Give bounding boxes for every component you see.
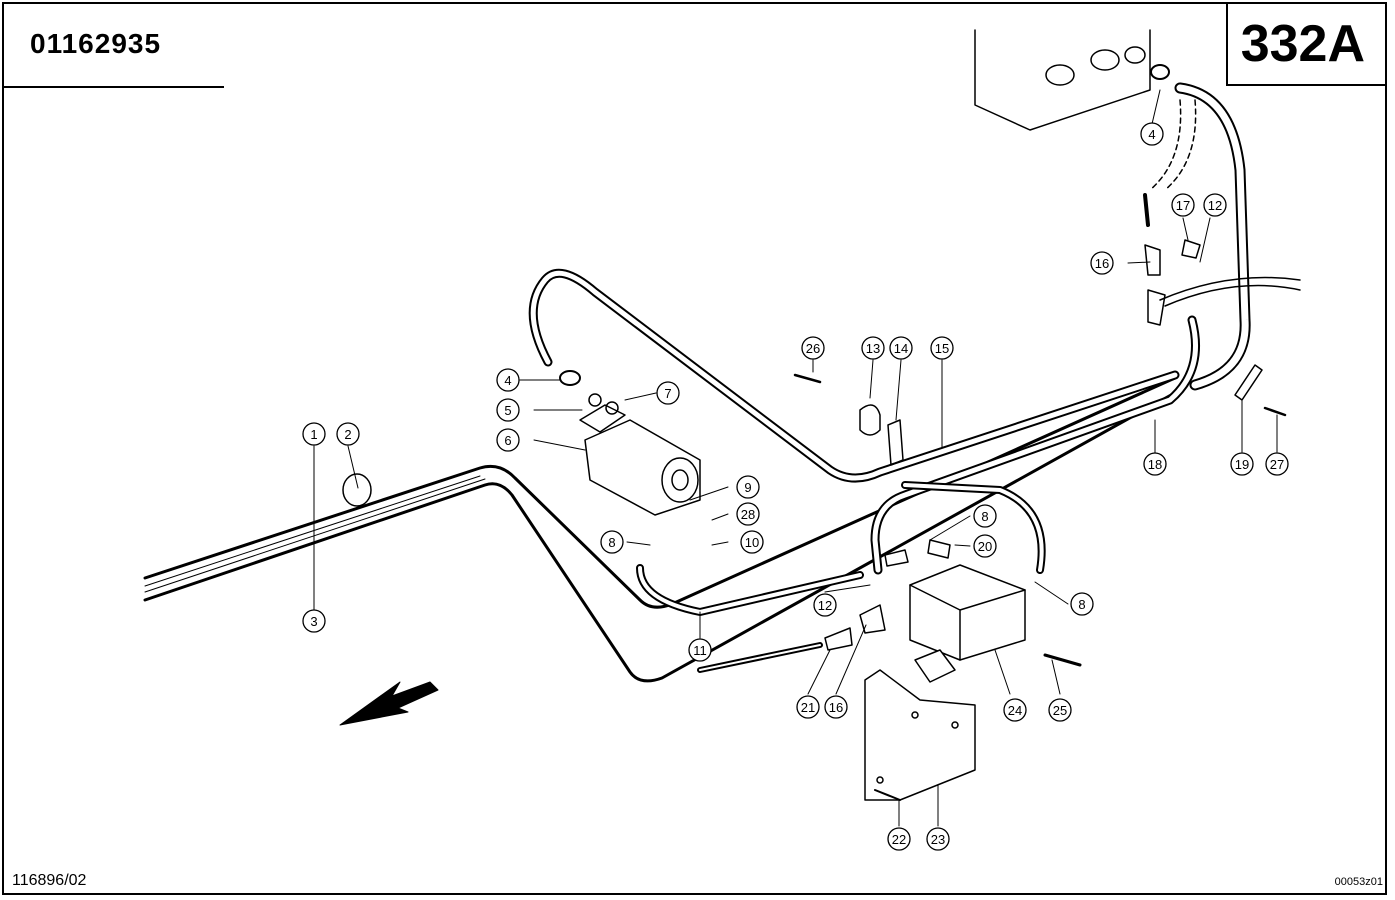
callout-2: 2 (336, 422, 360, 446)
callout-22: 22 (887, 827, 911, 851)
group-code: 332A (1240, 15, 1365, 73)
callout-17: 17 (1171, 193, 1195, 217)
sheet-ref: 00053z01 (1334, 876, 1383, 888)
clip-14 (887, 419, 904, 466)
callout-label: 1 (310, 427, 317, 442)
callout-23: 23 (926, 827, 950, 851)
callout-label: 12 (818, 598, 832, 613)
callout-label: 8 (1078, 597, 1085, 612)
callout-8: 8 (600, 530, 624, 554)
callout-label: 16 (829, 700, 843, 715)
callout-16: 16 (1090, 251, 1114, 275)
callout-label: 9 (744, 480, 751, 495)
callout-12: 12 (1203, 193, 1227, 217)
callout-15: 15 (930, 336, 954, 360)
callout-label: 17 (1176, 198, 1190, 213)
callout-label: 4 (504, 373, 511, 388)
drawing-ref: 116896/02 (12, 872, 87, 889)
callout-20: 20 (973, 534, 997, 558)
tank-outline (974, 29, 1151, 131)
callout-label: 2 (344, 427, 351, 442)
callout-label: 8 (981, 509, 988, 524)
callout-21: 21 (796, 695, 820, 719)
strap-19 (1234, 364, 1263, 401)
callout-28: 28 (736, 502, 760, 526)
callout-27: 27 (1265, 452, 1289, 476)
callout-label: 3 (310, 614, 317, 629)
callout-label: 21 (801, 700, 815, 715)
pipe-main-lower (143, 388, 1182, 683)
callout-label: 11 (693, 643, 707, 658)
callout-label: 7 (664, 386, 671, 401)
group-code-rule-horizontal (1226, 84, 1386, 86)
callout-11: 11 (688, 638, 712, 662)
callout-3: 3 (302, 609, 326, 633)
callout-label: 23 (931, 832, 945, 847)
callout-label: 20 (978, 539, 992, 554)
part-number: 01162935 (30, 28, 162, 59)
callout-label: 15 (935, 341, 949, 356)
clip-13 (859, 404, 881, 436)
callout-5: 5 (496, 398, 520, 422)
callout-1: 1 (302, 422, 326, 446)
callout-4: 4 (1140, 122, 1164, 146)
clamp-2 (342, 473, 372, 507)
pipe-main-upper (143, 376, 1177, 609)
callout-26: 26 (801, 336, 825, 360)
callout-14: 14 (889, 336, 913, 360)
callout-label: 16 (1095, 256, 1109, 271)
callout-label: 13 (866, 341, 880, 356)
callout-8: 8 (1070, 592, 1094, 616)
callout-13: 13 (861, 336, 885, 360)
callout-label: 22 (892, 832, 906, 847)
callout-6: 6 (496, 428, 520, 452)
callout-10: 10 (740, 530, 764, 554)
callout-label: 18 (1148, 457, 1162, 472)
callout-label: 19 (1235, 457, 1249, 472)
callout-4: 4 (496, 368, 520, 392)
callout-label: 26 (806, 341, 820, 356)
callout-label: 28 (741, 507, 755, 522)
callout-19: 19 (1230, 452, 1254, 476)
callout-9: 9 (736, 475, 760, 499)
callout-label: 27 (1270, 457, 1284, 472)
bracket-23 (864, 669, 976, 801)
callout-12: 12 (813, 593, 837, 617)
callout-label: 25 (1053, 703, 1067, 718)
callout-7: 7 (656, 381, 680, 405)
valve-block (909, 564, 1026, 683)
callout-16: 16 (824, 695, 848, 719)
callout-label: 24 (1008, 703, 1022, 718)
callout-24: 24 (1003, 698, 1027, 722)
direction-arrow (339, 681, 439, 726)
callout-18: 18 (1143, 452, 1167, 476)
hydraulic-motor (579, 393, 701, 516)
callout-label: 8 (608, 535, 615, 550)
callout-label: 6 (504, 433, 511, 448)
part-number-rule (2, 86, 224, 88)
callout-label: 4 (1148, 127, 1155, 142)
callout-8: 8 (973, 504, 997, 528)
callout-label: 5 (504, 403, 511, 418)
callout-label: 12 (1208, 198, 1222, 213)
callout-label: 14 (894, 341, 908, 356)
callout-25: 25 (1048, 698, 1072, 722)
callout-label: 10 (745, 535, 759, 550)
group-code-rule-vertical (1226, 2, 1228, 86)
